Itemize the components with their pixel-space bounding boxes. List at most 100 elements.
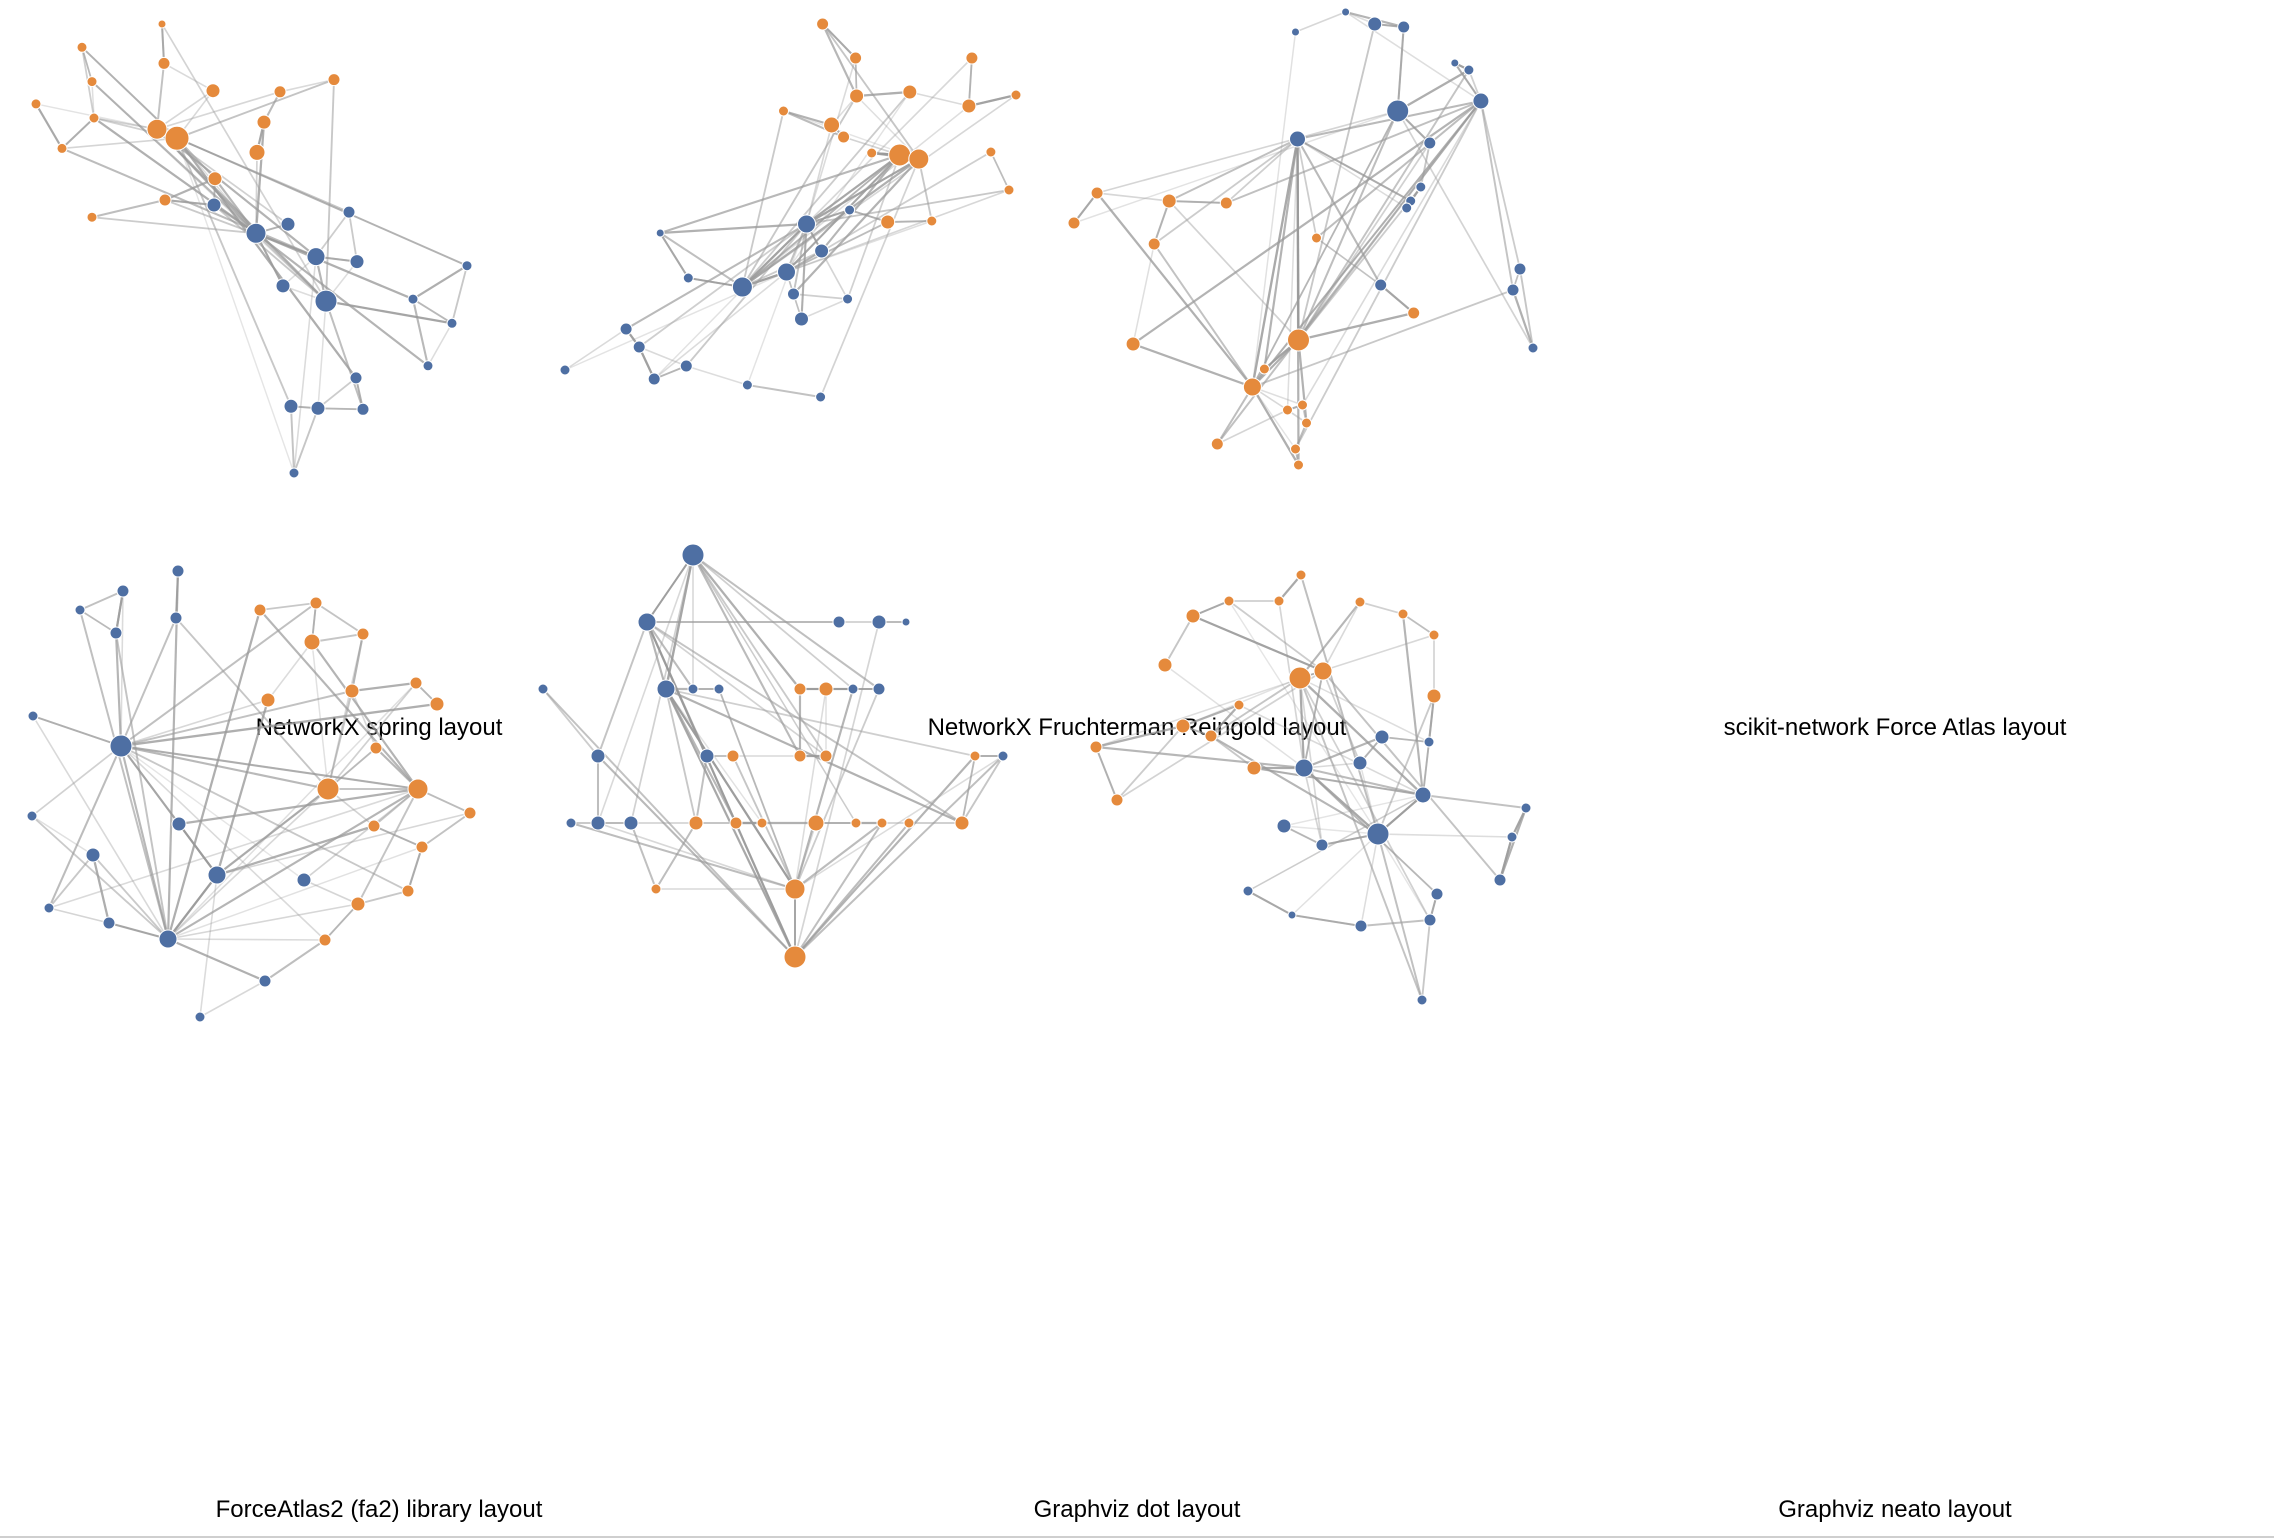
node-blue <box>446 317 458 329</box>
node-blue <box>777 262 796 282</box>
node-orange <box>783 945 807 969</box>
graph-edge <box>1402 613 1435 636</box>
node-orange <box>157 19 167 29</box>
node-blue <box>102 916 116 930</box>
graph-edge <box>695 755 708 824</box>
node-orange <box>650 883 662 895</box>
graph-edge <box>1210 677 1301 737</box>
graph-edge <box>660 222 807 235</box>
graph-edge <box>175 570 179 619</box>
graph-edge <box>665 688 697 824</box>
node-blue <box>679 359 693 373</box>
graph-edge <box>1303 766 1424 797</box>
graph-edge <box>1116 670 1324 801</box>
graph-edge <box>412 298 453 325</box>
graph-edge <box>968 94 1017 107</box>
node-orange <box>1287 328 1310 352</box>
graph-edge <box>255 152 258 234</box>
node-blue <box>1463 64 1475 76</box>
graph-edge <box>1300 574 1379 835</box>
graph-edge <box>1402 613 1435 636</box>
graph-edge <box>31 815 169 940</box>
node-blue <box>1289 130 1306 148</box>
node-blue <box>1366 822 1390 846</box>
graph-edge <box>406 846 424 892</box>
graph-edge <box>32 715 169 940</box>
node-orange <box>837 130 851 144</box>
node-orange <box>86 76 98 88</box>
graph-edge <box>35 103 63 149</box>
node-blue <box>206 197 222 213</box>
graph-edge <box>115 632 169 940</box>
graph-edge <box>176 137 357 379</box>
graph-edge <box>806 189 1010 225</box>
node-orange <box>778 105 789 117</box>
node-orange <box>1223 595 1235 607</box>
node-blue <box>632 340 646 354</box>
graph-edge <box>1247 794 1424 892</box>
graph-edge <box>1153 138 1299 245</box>
node-orange <box>793 682 807 696</box>
graph-edge <box>1299 677 1424 796</box>
graph-edge <box>1210 704 1240 737</box>
graph-edge <box>1401 613 1425 796</box>
graph-edge <box>967 57 973 107</box>
node-orange <box>1288 666 1312 690</box>
graph-edge <box>79 609 117 634</box>
graph-edge <box>819 158 920 398</box>
graph-edge <box>542 688 796 958</box>
edges <box>31 570 471 1018</box>
graph-edge <box>1095 745 1305 770</box>
graph-edge <box>961 755 976 824</box>
node-orange <box>56 142 68 154</box>
graph-edge <box>821 23 857 59</box>
node-orange <box>1125 336 1141 352</box>
node-orange <box>1090 186 1104 200</box>
graph-edge <box>1297 138 1412 202</box>
graph-edge <box>93 117 158 131</box>
node-blue <box>283 398 299 414</box>
graph-edge <box>1480 100 1521 270</box>
graph-edge <box>114 632 123 747</box>
node-blue <box>1527 342 1539 354</box>
graph-edge <box>1360 919 1431 927</box>
node-blue <box>741 379 753 391</box>
graph-edge <box>92 854 169 940</box>
graph-edge <box>35 103 63 149</box>
graph-edge <box>373 825 423 848</box>
node-blue <box>288 467 300 479</box>
node-orange <box>985 146 997 158</box>
node-blue <box>1354 919 1368 933</box>
node-orange <box>1397 608 1409 620</box>
graph-edge <box>1295 11 1346 33</box>
node-orange <box>729 816 743 830</box>
graph-edge <box>108 921 169 941</box>
node-orange <box>1010 89 1022 101</box>
node-orange <box>807 814 825 832</box>
graph-edge <box>451 265 468 324</box>
graph-edge <box>792 158 920 295</box>
graph-edge <box>1296 138 1300 341</box>
graph-edge <box>646 621 694 690</box>
graph-edge <box>686 365 748 386</box>
graph-edge <box>327 690 353 790</box>
node-orange <box>157 56 171 70</box>
graph-edge <box>1297 142 1431 341</box>
graph-edge <box>167 874 218 940</box>
graph-edge <box>718 688 796 890</box>
edges <box>1073 10 1535 466</box>
graph-edge <box>1216 409 1288 445</box>
graph-edge <box>961 755 1004 824</box>
graph-edge <box>1419 142 1431 188</box>
nodes <box>26 564 477 1023</box>
node-orange <box>1293 459 1304 471</box>
graph-edge <box>542 688 599 757</box>
graph-edge <box>216 788 329 876</box>
graph-edge <box>1519 268 1534 349</box>
graph-edge <box>1283 794 1424 827</box>
graph-edge <box>1116 725 1184 801</box>
graph-edge <box>1168 200 1300 341</box>
node-blue <box>1315 838 1329 852</box>
node-blue <box>1397 20 1411 34</box>
graph-edge <box>665 688 976 757</box>
